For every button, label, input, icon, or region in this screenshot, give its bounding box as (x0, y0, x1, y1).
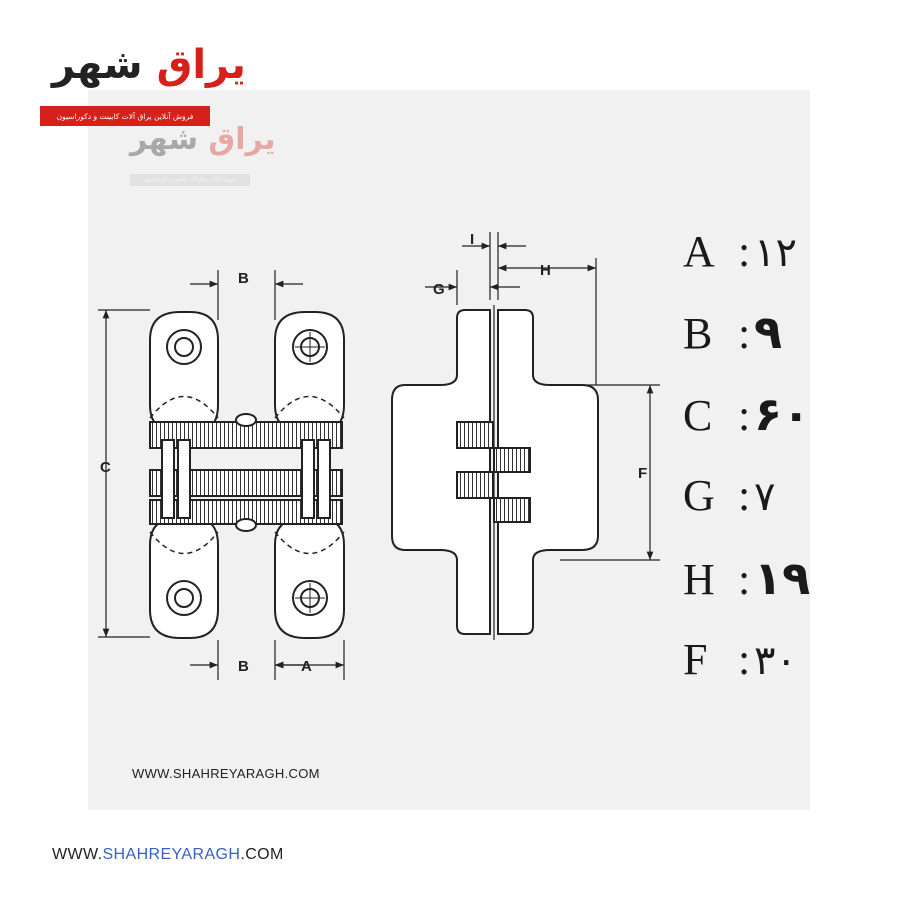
left-bottom-hole-inner-icon (174, 588, 194, 608)
brand-logo: یراق شهر فروش آنلاین یراق آلات کابینت و … (40, 36, 246, 136)
logo-word-black: شهر (52, 42, 143, 88)
dim-label-c: C (100, 459, 111, 476)
spec-row-h: H:۱۹ (683, 548, 883, 608)
logo-tagline: فروش آنلاین یراق آلات کابینت و دکوراسیون (40, 106, 210, 126)
dim-label-g: G (433, 281, 445, 298)
left-leaf-bottom (149, 519, 219, 639)
front-view-dimensions (98, 270, 345, 680)
dim-label-i: I (470, 231, 474, 248)
spec-row-g: G:۷ (683, 466, 883, 526)
watermark-url: WWW.SHAHREYARAGH.COM (132, 766, 320, 781)
dim-label-b-top: B (238, 270, 249, 287)
dim-label-f: F (638, 465, 647, 482)
front-view (149, 311, 345, 639)
dim-label-b-bottom: B (238, 658, 249, 675)
spec-row-b: B:۹ (683, 302, 883, 362)
watermark-wordmark: یراق شهر (130, 122, 275, 157)
side-view-dimensions (425, 232, 660, 561)
watermark-tagline: فروش آنلاین یراق آلات کابینت و دکوراسیون (130, 174, 250, 186)
spec-key: H (683, 555, 715, 604)
spec-value: ۱۲ (754, 230, 797, 276)
right-pivot-pin-2 (317, 439, 331, 519)
spec-key: C (683, 391, 713, 440)
side-knuckle-1 (456, 421, 494, 449)
dim-label-h: H (540, 262, 551, 279)
top-rivet-icon (235, 413, 257, 427)
footer-url-suffix: .COM (240, 846, 284, 863)
spec-key: A (683, 227, 715, 276)
right-pivot-pin (301, 439, 315, 519)
footer-url-prefix: WWW. (52, 846, 103, 863)
logo-word-red: یراق (156, 42, 246, 88)
watermark-logo: یراق شهر فروش آنلاین یراق آلات کابینت و … (130, 122, 275, 192)
spec-value: ۹ (754, 305, 783, 359)
spec-value: ۷ (754, 474, 776, 520)
left-pivot-pin-2 (177, 439, 191, 519)
bottom-rivet-icon (235, 518, 257, 532)
right-bottom-dashed-arc (274, 531, 345, 555)
spec-key: G (683, 471, 715, 520)
spec-value: ۶۰ (754, 387, 811, 441)
spec-value: ۱۹ (754, 551, 811, 605)
spec-row-a: A:۱۲ (683, 222, 883, 282)
left-top-hole-inner-icon (174, 337, 194, 357)
left-pivot-pin (161, 439, 175, 519)
spec-row-f: F:۳۰ (683, 630, 883, 690)
left-bottom-dashed-arc (149, 531, 219, 555)
watermark-word-red: یراق (208, 122, 276, 157)
spec-key: B (683, 309, 713, 358)
side-right-body (497, 309, 599, 635)
dim-label-a: A (301, 658, 312, 675)
footer-url-highlight: SHAHREYARAGH (102, 846, 241, 863)
footer-url-link[interactable]: WWW.SHAHREYARAGH.COM (52, 846, 284, 864)
watermark-word-black: شهر (130, 122, 198, 157)
spec-key: F (683, 635, 708, 684)
side-knuckle-4 (493, 497, 531, 523)
right-top-dashed-arc (274, 395, 345, 419)
side-knuckle-3 (456, 471, 494, 499)
side-knuckle-2 (493, 447, 531, 473)
spec-value: ۳۰ (754, 638, 797, 684)
side-left-body (391, 309, 491, 635)
right-leaf-bottom (274, 519, 345, 639)
spec-row-c: C:۶۰ (683, 384, 883, 444)
side-view (391, 305, 599, 640)
logo-wordmark: یراق شهر (52, 42, 246, 88)
left-top-dashed-arc (149, 395, 219, 419)
